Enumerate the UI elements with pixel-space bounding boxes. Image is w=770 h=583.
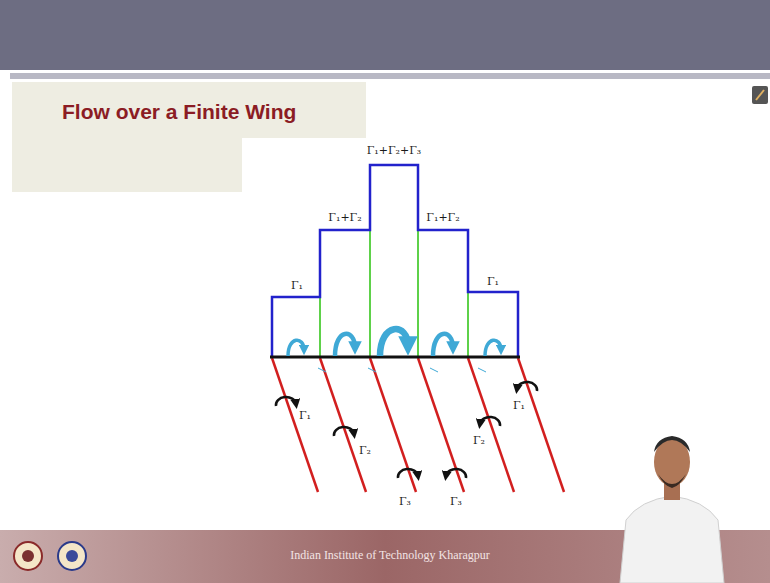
baseline-tick bbox=[368, 368, 376, 372]
trailing-vortex-line bbox=[272, 358, 318, 492]
trailing-vortex-line bbox=[468, 358, 514, 492]
tool-icon bbox=[756, 90, 764, 100]
bound-vortices bbox=[288, 329, 501, 356]
trailing-vortex-line bbox=[418, 358, 464, 492]
baseline-tick bbox=[430, 368, 438, 372]
rotation-arrow bbox=[398, 469, 418, 478]
header-bar bbox=[0, 0, 770, 70]
logo bbox=[58, 542, 86, 570]
footer-text: Indian Institute of Technology Kharagpur bbox=[290, 549, 490, 562]
trailing-vortex-line bbox=[320, 358, 366, 492]
logo bbox=[66, 550, 78, 562]
bound-vortex-arrow bbox=[288, 340, 304, 356]
circulation-label: Γ₁ bbox=[291, 280, 303, 292]
segment-divider bbox=[319, 297, 321, 357]
circulation-label: Γ₂ bbox=[359, 445, 371, 457]
circulation-steps bbox=[272, 165, 518, 357]
wing-span bbox=[270, 356, 520, 359]
rotation-arrow bbox=[480, 417, 500, 426]
rotation-arrow bbox=[517, 382, 537, 391]
bound-vortex-arrow bbox=[335, 334, 355, 356]
tool-icon bbox=[752, 86, 768, 104]
circulation-label: Γ₁+Γ₂ bbox=[328, 212, 361, 224]
segment-divider bbox=[417, 230, 419, 357]
circulation-label: Γ₂ bbox=[473, 435, 485, 447]
presenter bbox=[620, 436, 724, 583]
bound-vortex-arrow bbox=[485, 340, 501, 356]
baseline-ticks bbox=[318, 368, 486, 372]
slide-title: Flow over a Finite Wing bbox=[62, 100, 296, 124]
baseline-tick bbox=[318, 368, 326, 372]
segment-divider bbox=[467, 292, 469, 357]
circulation-label: Γ₃ bbox=[399, 496, 411, 508]
circulation-label: Γ₁+Γ₂ bbox=[426, 212, 459, 224]
rotation-arrow bbox=[334, 427, 354, 436]
circulation-label: Γ₃ bbox=[450, 496, 462, 508]
bound-vortex-arrow bbox=[433, 334, 453, 356]
circulation-label: Γ₁ bbox=[513, 400, 525, 412]
segment-dividers bbox=[320, 230, 468, 357]
presenter-hair bbox=[654, 436, 690, 452]
trailing-vortex-line bbox=[518, 358, 564, 492]
segment-divider bbox=[369, 230, 371, 357]
baseline-tick bbox=[478, 368, 486, 372]
rotation-arrow bbox=[276, 397, 296, 406]
presenter-body bbox=[620, 496, 724, 583]
trailing-vortices bbox=[272, 358, 564, 492]
circulation-label: Γ₁ bbox=[299, 410, 311, 422]
trailing-vortex-line bbox=[370, 358, 416, 492]
trailing-rotation bbox=[276, 382, 537, 478]
bound-vortex-arrow bbox=[380, 329, 408, 356]
header-shadow bbox=[10, 73, 770, 79]
circulation-label: Γ₁ bbox=[487, 276, 499, 288]
logo bbox=[22, 550, 34, 562]
header-line bbox=[0, 70, 770, 73]
presenter-beard bbox=[658, 474, 686, 488]
rotation-arrow bbox=[446, 469, 466, 478]
logo bbox=[14, 542, 42, 570]
circulation-label: Γ₁+Γ₂+Γ₃ bbox=[367, 145, 422, 157]
title-panel bbox=[12, 82, 242, 192]
